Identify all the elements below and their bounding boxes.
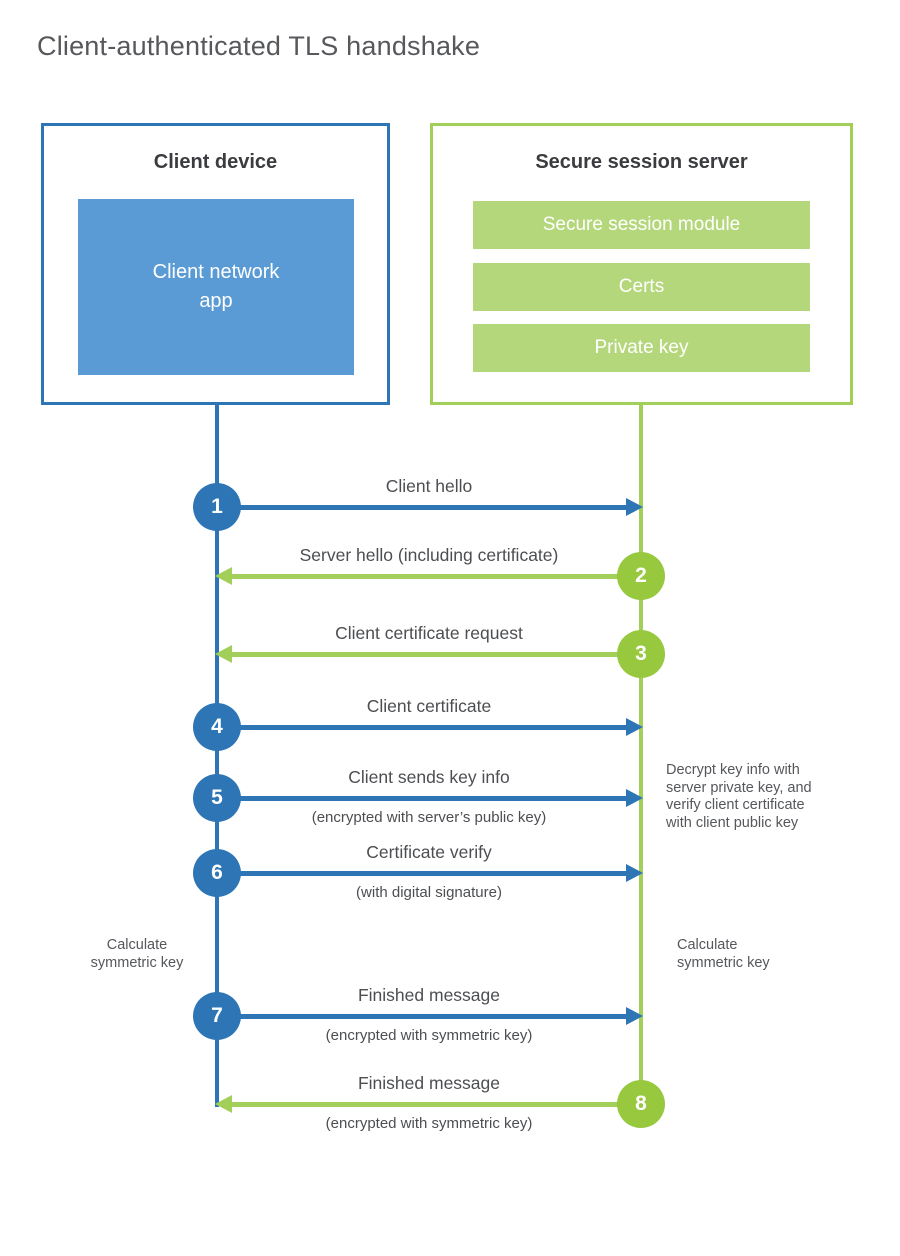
client-lifeline <box>215 405 219 1107</box>
arrow-right-icon <box>626 1007 643 1025</box>
calculate-symmetric-key-note-client: Calculate symmetric key <box>85 937 189 972</box>
server-module-secure-session: Secure session module <box>473 201 810 249</box>
step-8-badge: 8 <box>617 1080 665 1128</box>
server-module-certs: Certs <box>473 263 810 311</box>
client-network-app-label-line2: app <box>199 290 233 312</box>
arrow-right-icon <box>626 718 643 736</box>
step-3-badge: 3 <box>617 630 665 678</box>
step-7-badge: 7 <box>193 992 241 1040</box>
secure-session-server-title: Secure session server <box>535 151 748 173</box>
step-1-badge: 1 <box>193 483 241 531</box>
message-sublabel: (encrypted with symmetric key) <box>325 1027 533 1044</box>
message-label: Certificate verify <box>366 842 492 862</box>
arrow-line <box>217 505 629 510</box>
message-label: Server hello (including certificate) <box>299 545 559 565</box>
arrow-line <box>217 725 629 730</box>
decrypt-note-line3: verify client certificate <box>666 797 805 813</box>
page-title: Client-authenticated TLS handshake <box>37 31 481 61</box>
client-network-app-box: Client network app <box>78 199 354 375</box>
step-4-badge: 4 <box>193 703 241 751</box>
arrow-left-icon <box>215 1095 232 1113</box>
message-sublabel: (encrypted with server’s public key) <box>311 809 547 826</box>
calc-server-line2: symmetric key <box>677 954 770 971</box>
calc-server-line1: Calculate <box>677 937 738 953</box>
server-module-private-key: Private key <box>473 324 810 372</box>
message-sublabel: (with digital signature) <box>356 884 502 901</box>
arrow-right-icon <box>626 864 643 882</box>
decrypt-note-line2: server private key, and <box>666 779 812 796</box>
step-6-badge: 6 <box>193 849 241 897</box>
calculate-symmetric-key-note-server: Calculate symmetric key <box>677 937 770 972</box>
message-label: Finished message <box>357 1073 501 1093</box>
decrypt-note: Decrypt key info with server private key… <box>666 762 812 832</box>
message-label: Client hello <box>385 476 473 496</box>
arrow-right-icon <box>626 789 643 807</box>
client-device-title: Client device <box>153 151 278 173</box>
step-2-badge: 2 <box>617 552 665 600</box>
server-lifeline <box>639 405 643 1106</box>
arrow-left-icon <box>215 567 232 585</box>
arrow-line <box>229 574 641 579</box>
arrow-line <box>217 871 629 876</box>
arrow-right-icon <box>626 498 643 516</box>
arrow-line <box>229 1102 641 1107</box>
step-5-badge: 5 <box>193 774 241 822</box>
message-label: Client certificate request <box>335 623 523 643</box>
calc-client-line2: symmetric key <box>90 954 184 971</box>
client-network-app-label-line1: Client network <box>152 261 280 283</box>
secure-session-server-box: Secure session server Secure session mod… <box>430 123 853 405</box>
decrypt-note-line4: with client public key <box>666 814 799 831</box>
calc-client-line1: Calculate <box>106 937 168 953</box>
decrypt-note-line1: Decrypt key info with <box>666 762 800 778</box>
arrow-line <box>217 796 629 801</box>
message-label: Finished message <box>357 985 501 1005</box>
arrow-line <box>217 1014 629 1019</box>
arrow-line <box>229 652 641 657</box>
message-sublabel: (encrypted with symmetric key) <box>325 1115 533 1132</box>
message-label: Client sends key info <box>348 767 510 787</box>
message-label: Client certificate <box>366 696 492 716</box>
client-device-box: Client device Client network app <box>41 123 390 405</box>
arrow-left-icon <box>215 645 232 663</box>
